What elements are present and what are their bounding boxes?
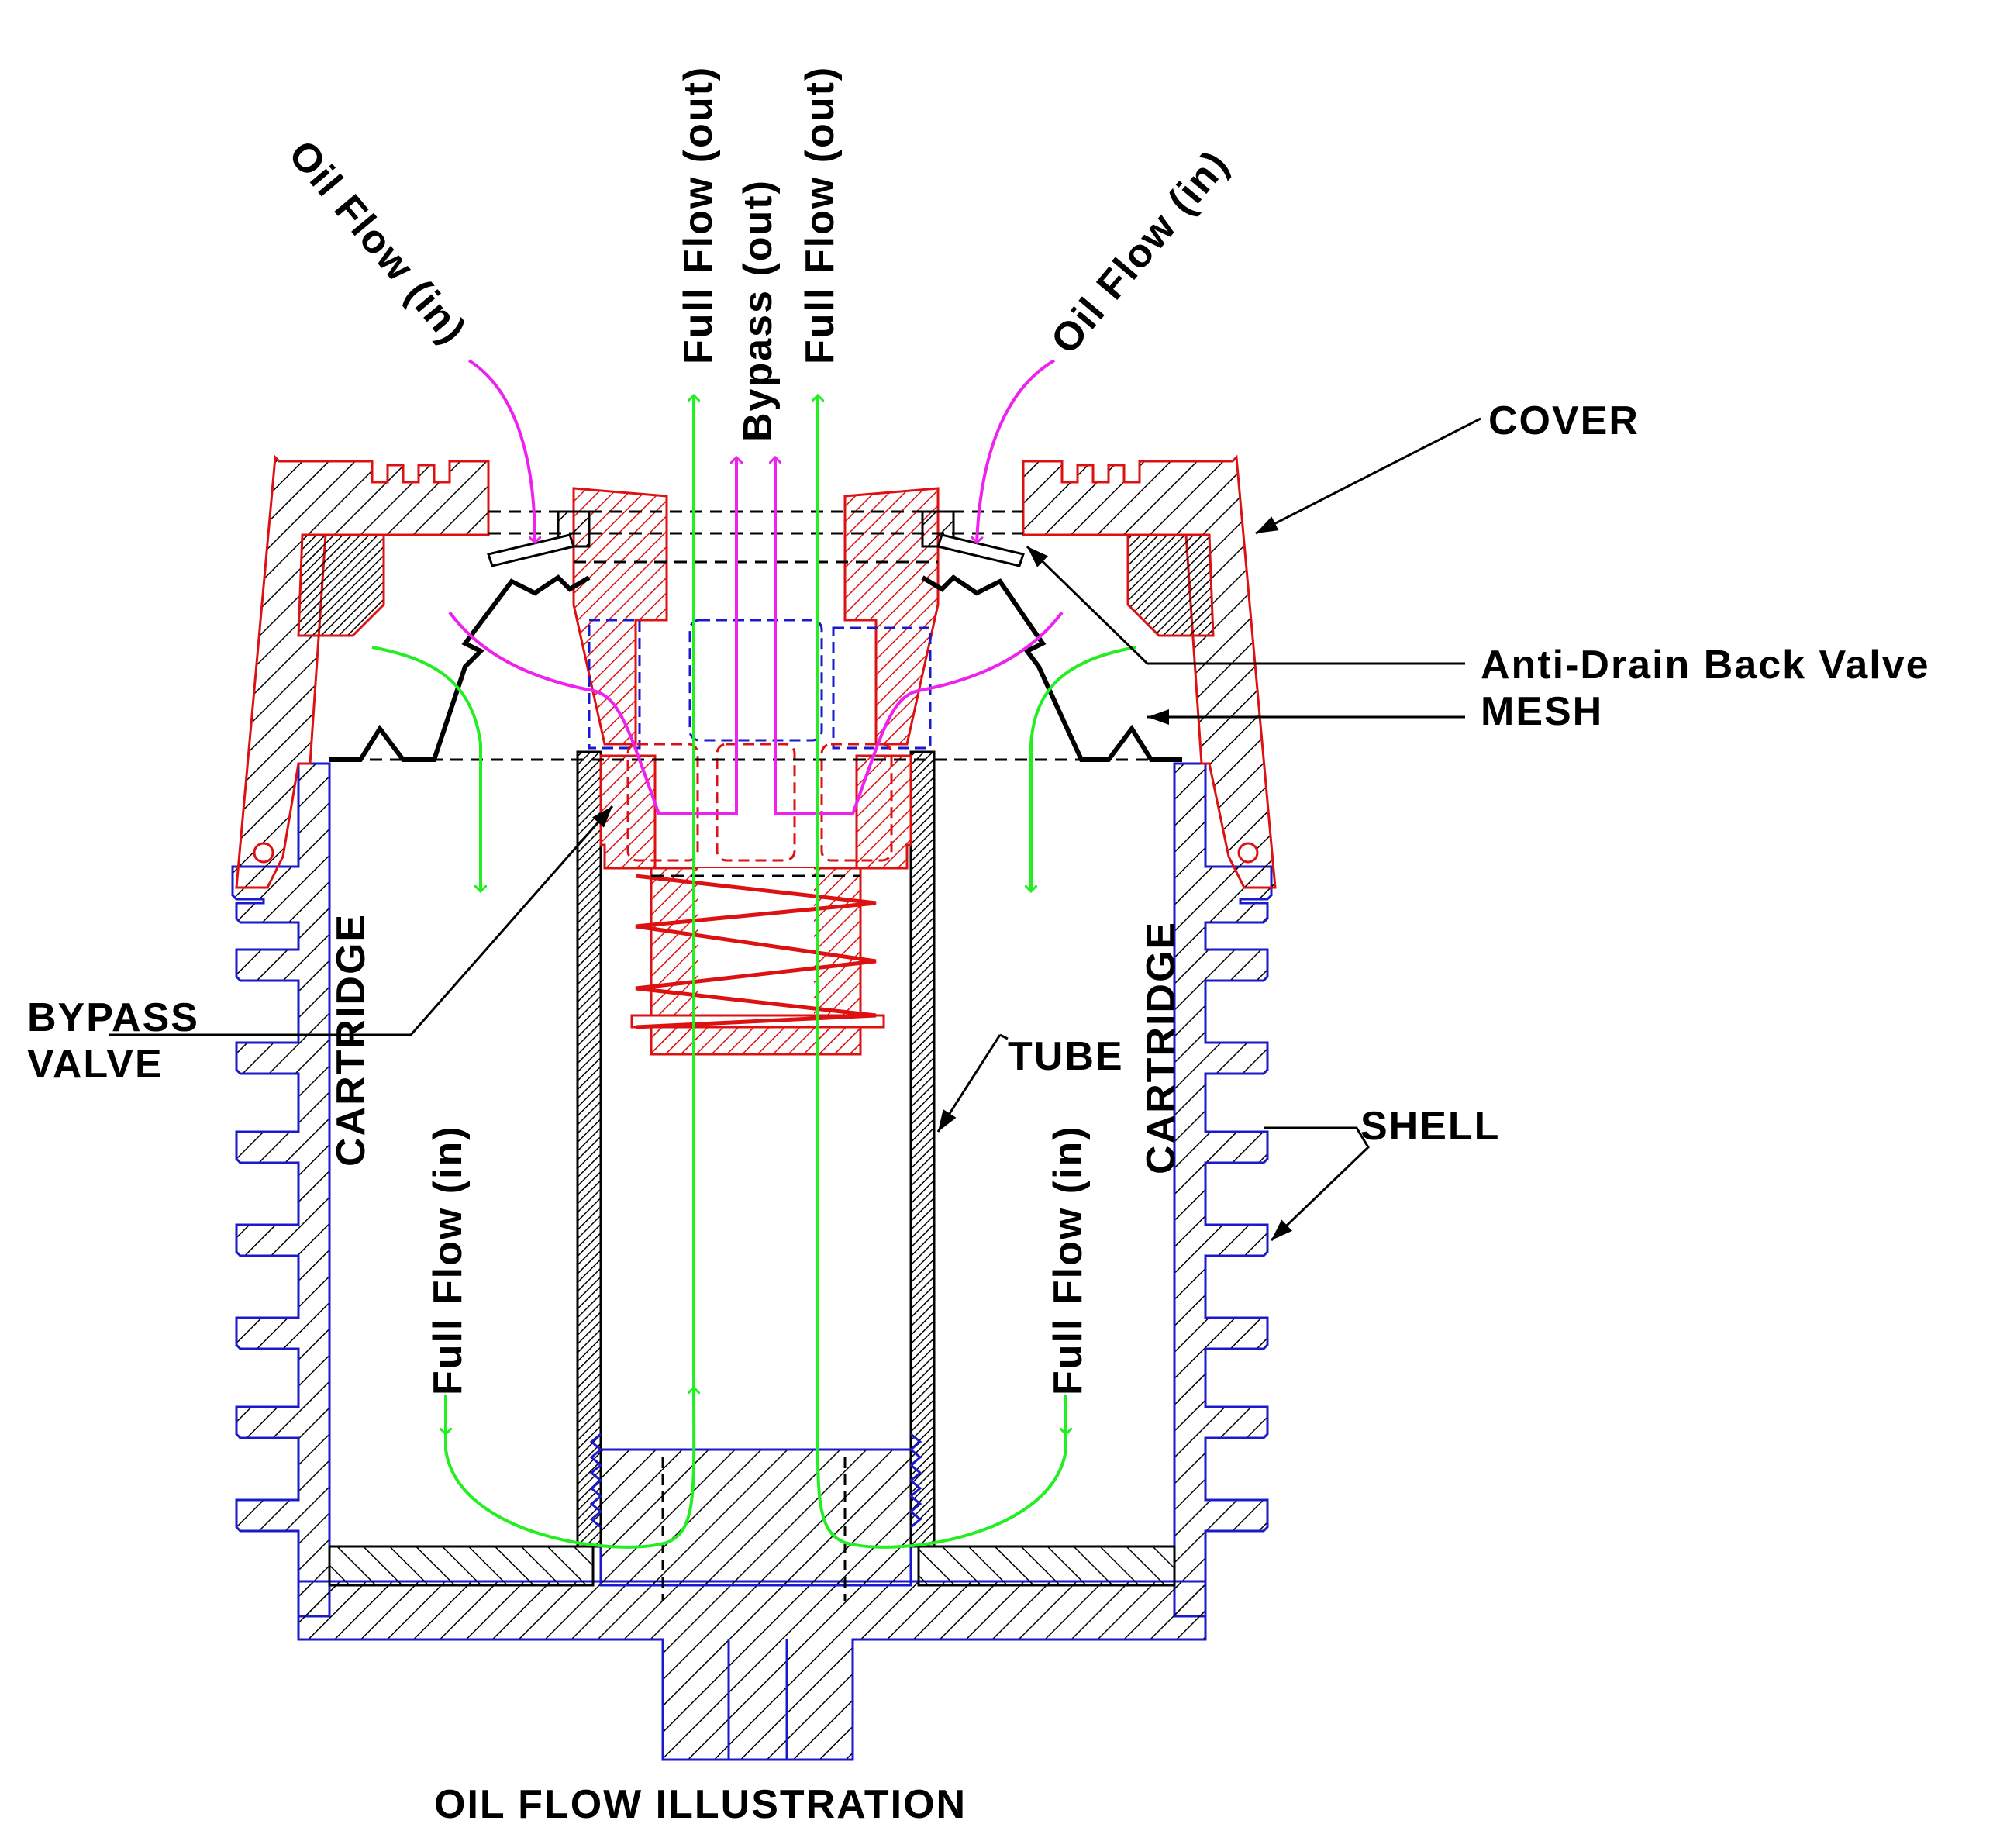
label-full-flow-out-left: Full Flow (out)	[676, 66, 721, 364]
cover-right-seal	[1126, 533, 1215, 637]
label-bypass-out: Bypass (out)	[736, 179, 781, 442]
oil-flow-in-arrows	[448, 359, 1064, 815]
label-shell: SHELL	[1360, 1104, 1500, 1149]
label-bypass-valve-line2: VALVE	[27, 1042, 164, 1087]
mesh	[329, 574, 1182, 762]
cover	[235, 454, 1277, 889]
label-cartridge-left: CARTRIDGE	[329, 913, 374, 1167]
shell-bottom	[297, 1580, 1207, 1761]
shell-right-wall	[1173, 762, 1273, 1618]
cartridge-bottom-right	[917, 1545, 1176, 1587]
diagram-title: OIL FLOW ILLUSTRATION	[434, 1782, 967, 1827]
full-flow-arrows	[371, 395, 1136, 1549]
center-fitting	[557, 487, 955, 1056]
cover-right	[1022, 454, 1277, 889]
bypass-spring	[635, 874, 877, 1029]
label-oil-flow-in-right: Oil Flow (in)	[1043, 142, 1238, 363]
cover-left	[235, 454, 490, 889]
center-hub	[599, 1448, 912, 1587]
label-cartridge-right: CARTRIDGE	[1139, 921, 1184, 1174]
label-bypass-valve-line1: BYPASS	[27, 995, 199, 1040]
tube	[576, 750, 936, 1548]
label-cover: COVER	[1488, 398, 1640, 443]
cover-left-seal	[297, 533, 385, 637]
cartridge-bottom-left	[328, 1545, 595, 1587]
label-full-flow-in-right: Full Flow (in)	[1046, 1125, 1091, 1395]
shell-left-wall	[231, 762, 331, 1618]
label-mesh: MESH	[1481, 689, 1603, 734]
label-full-flow-out-right: Full Flow (out)	[798, 66, 843, 364]
label-tube: TUBE	[1008, 1034, 1124, 1079]
label-full-flow-in-left: Full Flow (in)	[426, 1125, 471, 1395]
labels: Oil Flow (in) Oil Flow (in) Full Flow (o…	[27, 66, 1930, 1827]
leader-lines	[109, 417, 1481, 1242]
shell	[231, 762, 1273, 1761]
label-oil-flow-in-left: Oil Flow (in)	[280, 132, 475, 353]
reference-lines	[329, 510, 1182, 877]
label-anti-drain-back-valve: Anti-Drain Back Valve	[1481, 643, 1930, 688]
anti-drain-back-valve	[487, 533, 1025, 567]
